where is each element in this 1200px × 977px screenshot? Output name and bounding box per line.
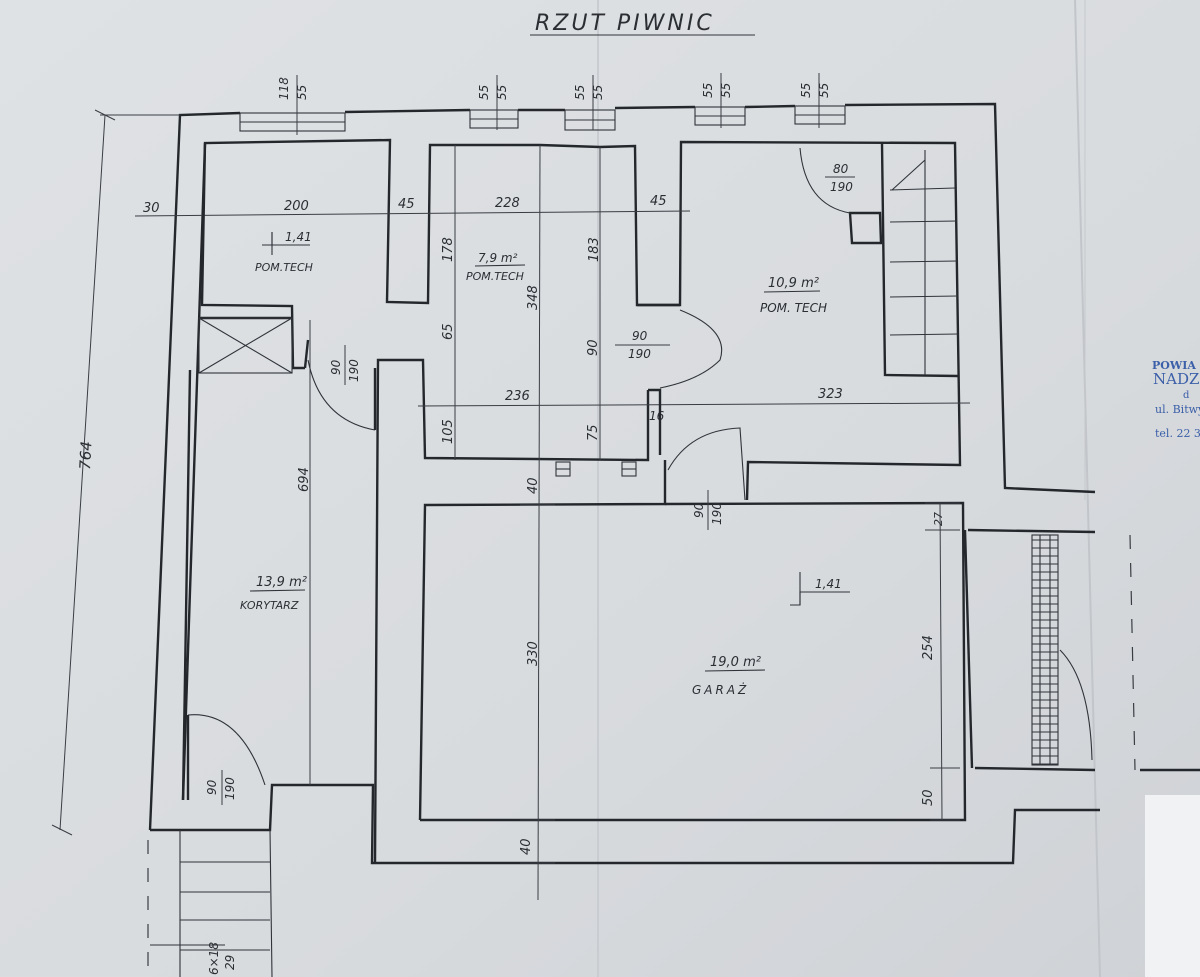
opening-dim: 55 — [799, 83, 813, 98]
door-width: 90 — [329, 359, 343, 375]
dim-254: 254 — [921, 635, 936, 660]
ladder-rungs — [1032, 539, 1058, 765]
paper-corner — [1145, 795, 1200, 977]
opening-dim: 55 — [591, 85, 605, 100]
door-height: 190 — [710, 502, 724, 525]
level-mark: 1,41 — [285, 230, 312, 244]
opening-dim: 55 — [295, 85, 309, 100]
central-vertical-dims: 178 183 348 65 90 105 75 40 694 330 254 … — [297, 144, 960, 901]
door-swing-arc — [1059, 649, 1093, 761]
dim-178: 178 — [441, 237, 456, 262]
stamp-text: ul. Bitwy — [1155, 403, 1200, 416]
opening-dim: 55 — [573, 85, 587, 100]
room-area: 7,9 m² — [478, 251, 518, 265]
room-name: POM. TECH — [760, 301, 827, 315]
dim-16: 16 — [649, 409, 665, 423]
stamp-text: NADZO — [1153, 370, 1200, 388]
room-corridor: 13,9 m² KORYTARZ — [240, 575, 307, 612]
dim-228: 228 — [495, 196, 520, 211]
door-height: 190 — [223, 777, 237, 800]
stamp-text: d — [1183, 390, 1190, 401]
dim-200: 200 — [284, 199, 309, 214]
dim-183: 183 — [587, 237, 602, 262]
opening-dim: 55 — [817, 83, 831, 98]
room-area: 13,9 m² — [256, 575, 307, 590]
room-tech-2: 7,9 m² POM.TECH — [466, 251, 526, 283]
upper-horizontal-dims: 30 200 45 228 45 — [134, 194, 691, 217]
dim-694: 694 — [297, 467, 312, 492]
window-openings — [239, 105, 846, 132]
ladder — [1031, 534, 1059, 766]
door-width: 90 — [692, 502, 706, 518]
door-height: 190 — [830, 180, 853, 194]
room-area: 19,0 m² — [710, 655, 761, 670]
paper-fold — [1074, 0, 1101, 977]
stairs-entrance: 6×18 29 — [147, 829, 273, 977]
dim-50: 50 — [921, 789, 936, 806]
vents — [555, 461, 637, 477]
drawing-title: RZUT PIWNIC — [535, 11, 715, 36]
overall-dimension: 764 — [51, 109, 180, 836]
dim-65: 65 — [441, 323, 456, 340]
room-name: KORYTARZ — [240, 599, 299, 612]
room-tech-1: 1,41 POM.TECH — [255, 230, 313, 274]
dim-40b: 40 — [519, 838, 534, 855]
dim-75: 75 — [586, 424, 601, 441]
dashed-outline — [1129, 534, 1136, 771]
room-area: 10,9 m² — [768, 276, 819, 291]
dim-45: 45 — [398, 197, 415, 212]
door-width: 80 — [833, 162, 849, 176]
door-height: 190 — [347, 359, 361, 382]
overall-dim-764: 764 — [76, 441, 95, 471]
interior-walls — [181, 142, 959, 801]
dim-90: 90 — [586, 339, 601, 356]
room-garage: 1,41 19,0 m² GARAŻ — [692, 572, 850, 697]
room-tech-3: 10,9 m² POM. TECH — [760, 276, 827, 315]
opening-dim: 55 — [719, 83, 733, 98]
level-mark: 1,41 — [815, 577, 842, 591]
stairs-label-top: 6×18 — [207, 942, 221, 975]
dim-45b: 45 — [650, 194, 667, 209]
opening-dim: 118 — [277, 77, 291, 100]
stairs-label-bottom: 29 — [223, 955, 237, 970]
door-height: 190 — [628, 347, 651, 361]
room-name: POM.TECH — [466, 270, 524, 283]
room-name: POM.TECH — [255, 261, 313, 274]
dim-348: 348 — [526, 285, 541, 310]
dim-105: 105 — [441, 419, 456, 444]
door-width: 90 — [632, 329, 648, 343]
dim-330: 330 — [526, 641, 541, 666]
stamp-text: tel. 22 32 — [1155, 427, 1200, 440]
door-width: 90 — [205, 779, 219, 795]
dim-27: 27 — [932, 512, 945, 526]
opening-dim: 55 — [495, 85, 509, 100]
room-name: GARAŻ — [692, 682, 749, 697]
dim-323: 323 — [818, 387, 843, 402]
doors: 80 190 90 190 90 190 90 190 90 190 — [186, 147, 855, 805]
office-stamp: POWIA NADZO d ul. Bitwy tel. 22 32 — [1152, 359, 1200, 440]
stairs-upper — [889, 150, 959, 375]
dim-30: 30 — [143, 201, 160, 216]
opening-dim: 55 — [477, 85, 491, 100]
opening-dim: 55 — [701, 83, 715, 98]
top-opening-dims: 118 55 55 55 55 55 55 55 55 55 — [277, 73, 831, 135]
dim-40: 40 — [526, 477, 541, 494]
dim-236: 236 — [505, 389, 530, 404]
stamp-text: POWIA — [1152, 359, 1196, 372]
